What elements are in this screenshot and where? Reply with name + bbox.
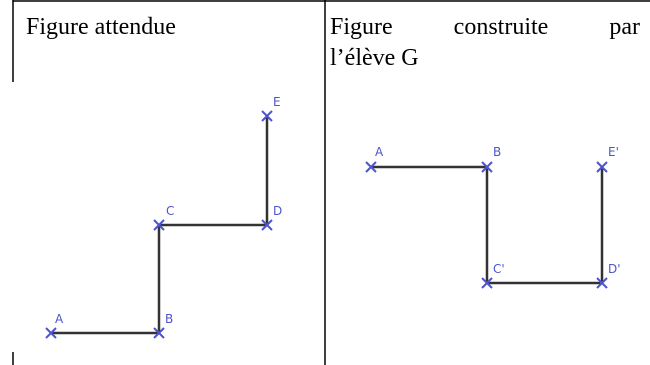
cell-title-student-line1: Figure construite par (330, 14, 640, 40)
expected-figure: A B C D E (45, 95, 282, 339)
point-label-a: A (375, 145, 384, 159)
cell-title-student-line2: l’élève G (330, 45, 419, 71)
point-label-b: B (493, 145, 501, 159)
point-marker-c (153, 219, 165, 231)
point-marker-b (153, 327, 165, 339)
point-label-c-prime: C' (493, 262, 505, 276)
point-label-d-prime: D' (608, 262, 621, 276)
point-label-c: C (166, 204, 174, 218)
point-marker-d (261, 219, 273, 231)
point-marker-e (261, 110, 273, 122)
point-label-e-prime: E' (608, 145, 619, 159)
point-marker-d-prime (596, 277, 608, 289)
point-label-a: A (55, 312, 64, 326)
point-marker-b (481, 161, 493, 173)
point-marker-e-prime (596, 161, 608, 173)
point-marker-a (45, 327, 57, 339)
student-figure: A B C' D' E' (365, 145, 621, 289)
table-borders (12, 0, 650, 365)
point-label-e: E (273, 95, 281, 109)
cell-title-student: Figure construite par l’élève G (330, 12, 640, 74)
point-marker-a (365, 161, 377, 173)
point-marker-c-prime (481, 277, 493, 289)
point-label-d: D (273, 204, 282, 218)
point-label-b: B (165, 312, 173, 326)
cell-title-expected: Figure attendue (26, 14, 176, 40)
student-polyline (371, 165, 604, 285)
